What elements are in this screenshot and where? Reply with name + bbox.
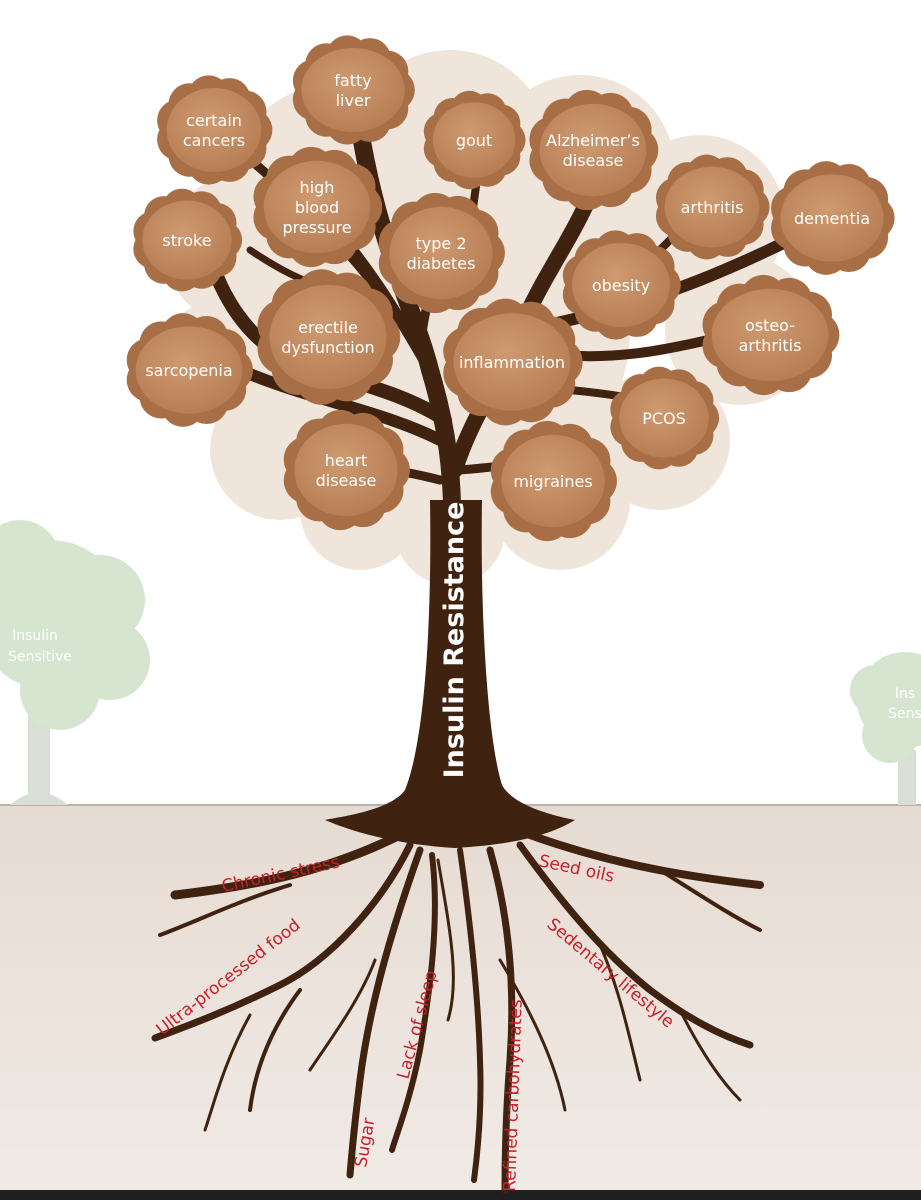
- cloud-label-migraines-1: migraines: [513, 472, 592, 491]
- cloud-gout: gout: [423, 90, 526, 190]
- right-tree-label-line-1: Ins: [895, 686, 915, 702]
- cloud-label-certain-cancers-1: certain: [186, 111, 242, 130]
- cloud-label-high-blood-pressure-3: pressure: [282, 218, 351, 237]
- cloud-label-erectile-dysfunction-1: erectile: [298, 318, 358, 337]
- trunk-label: Insulin Resistance: [439, 502, 470, 779]
- cloud-label-gout-1: gout: [456, 131, 492, 150]
- cloud-label-alzheimers-disease-1: Alzheimer’s: [546, 131, 640, 150]
- cloud-label-osteo-arthritis-2: arthritis: [739, 336, 802, 355]
- cloud-label-inflammation-1: inflammation: [459, 353, 565, 372]
- cloud-label-osteo-arthritis-1: osteo-: [745, 316, 795, 335]
- cloud-label-fatty-liver-2: liver: [336, 91, 371, 110]
- cloud-label-heart-disease-1: heart: [325, 451, 368, 470]
- cloud-obesity: obesity: [562, 230, 681, 340]
- cloud-label-arthritis-1: arthritis: [681, 198, 744, 217]
- bottom-edge: [0, 1190, 921, 1200]
- roots: [151, 830, 764, 1194]
- cloud-label-fatty-liver-1: fatty: [334, 71, 371, 90]
- cloud-label-stroke-1: stroke: [162, 231, 211, 250]
- cloud-arthritis: arthritis: [655, 154, 770, 260]
- cloud-label-type-2-diabetes-2: diabetes: [407, 254, 476, 273]
- cloud-label-obesity-1: obesity: [592, 276, 650, 295]
- cloud-pcos: PCOS: [610, 366, 720, 470]
- cloud-migraines: migraines: [490, 420, 617, 542]
- cloud-label-certain-cancers-2: cancers: [183, 131, 245, 150]
- insulin-sensitive-tree-left: Insulin Sensitive: [0, 520, 150, 805]
- cloud-dementia: dementia: [771, 161, 895, 275]
- cloud-osteo-arthritis: osteo-arthritis: [702, 274, 840, 396]
- cloud-sarcopenia: sarcopenia: [126, 313, 253, 427]
- left-tree-label-line-1: Insulin: [12, 628, 58, 644]
- cloud-label-alzheimers-disease-2: disease: [563, 151, 624, 170]
- cloud-label-erectile-dysfunction-2: dysfunction: [281, 338, 374, 357]
- left-tree-label-line-2: Sensitive: [8, 649, 72, 665]
- trunk: [325, 500, 575, 848]
- cloud-label-high-blood-pressure-1: high: [300, 178, 335, 197]
- cloud-stroke: stroke: [133, 188, 243, 292]
- cloud-label-dementia-1: dementia: [794, 209, 870, 228]
- cloud-label-heart-disease-2: disease: [316, 471, 377, 490]
- cloud-label-high-blood-pressure-2: blood: [295, 198, 339, 217]
- insulin-sensitive-tree-right: Ins Sens: [850, 652, 921, 805]
- cloud-label-sarcopenia-1: sarcopenia: [145, 361, 232, 380]
- cloud-inflammation: inflammation: [443, 298, 583, 426]
- cloud-label-pcos-1: PCOS: [642, 409, 686, 428]
- cloud-label-type-2-diabetes-1: type 2: [415, 234, 466, 253]
- right-tree-label-line-2: Sens: [888, 706, 921, 722]
